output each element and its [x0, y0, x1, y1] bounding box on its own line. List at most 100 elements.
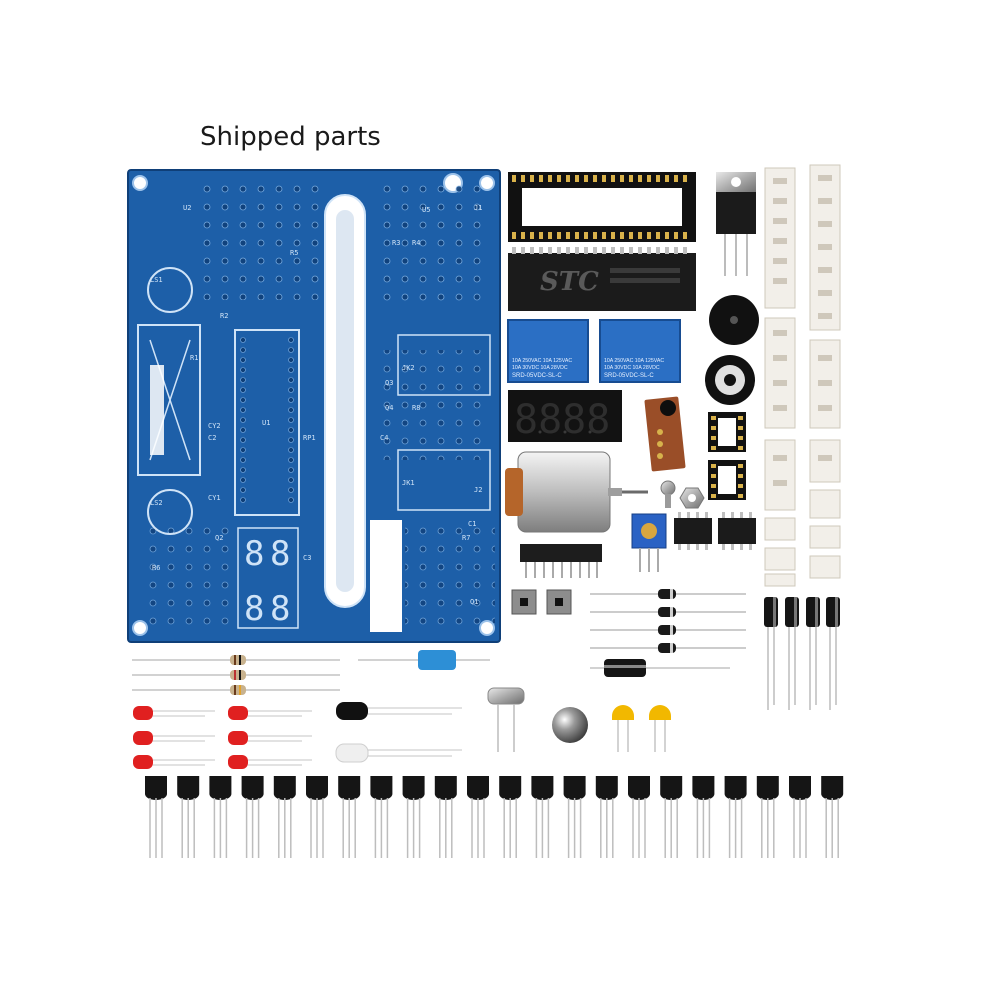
transistor [241, 776, 264, 858]
resistor-network [520, 544, 602, 578]
silk-label: C1 [468, 520, 476, 528]
pcb-board: 8 8 8 8 U1 U2 U5 LS1 LS2 RP1 CY1 CY2 J1 … [127, 169, 501, 643]
silk-label: Q4 [385, 404, 393, 412]
transistor [209, 776, 232, 858]
dip-chip [718, 512, 756, 550]
transistor [402, 776, 425, 858]
ic-footprint-u1 [234, 329, 300, 516]
silk-label: R6 [152, 564, 160, 572]
screw [660, 480, 676, 508]
film-capacitor [358, 650, 490, 670]
silk-label: Q3 [385, 379, 393, 387]
ir-led-clear [335, 743, 462, 763]
transistor-row [145, 776, 844, 858]
transistor [145, 776, 167, 858]
svg-text:8: 8 [270, 589, 290, 629]
transistor [660, 776, 683, 858]
diodes [590, 589, 746, 653]
silk-label: R5 [290, 249, 298, 257]
electrolytic-capacitor-horizontal [590, 659, 730, 677]
electrolytic-capacitor [806, 597, 820, 710]
ir-receiver-module [644, 396, 686, 472]
svg-text:8: 8 [270, 534, 290, 574]
speaker-footprint [147, 267, 193, 313]
silk-label: R8 [412, 404, 420, 412]
dip-chip [674, 512, 712, 550]
relay-1-text: SRD-05VDC-SL-C [512, 373, 562, 379]
transistor [821, 776, 844, 858]
crystal-oscillator [487, 687, 525, 752]
electrolytic-capacitor [785, 597, 799, 710]
svg-text:8: 8 [244, 534, 264, 574]
potentiometer [631, 513, 667, 572]
transistor [338, 776, 361, 858]
transistor [370, 776, 393, 858]
steel-ball [552, 707, 588, 743]
transistor [306, 776, 328, 858]
silk-label: U1 [262, 419, 270, 427]
voltage-regulator [716, 172, 756, 276]
svg-text:8888: 8888 [514, 397, 610, 443]
push-button [511, 589, 537, 615]
silk-label: C2 [208, 434, 216, 442]
transistor [595, 776, 618, 858]
push-button [546, 589, 572, 615]
silk-label: R3 [392, 239, 400, 247]
relay-1-text: 10A 30VDC 10A 28VDC [512, 365, 568, 371]
silk-label: CY1 [208, 494, 221, 502]
relay-2-text: 10A 250VAC 10A 125VAC [604, 358, 664, 364]
speaker-footprint [147, 489, 193, 535]
relay-2-text: SRD-05VDC-SL-C [604, 373, 654, 379]
ic-logo: STC [540, 267, 599, 297]
transistor [531, 776, 554, 858]
transistor [499, 776, 522, 858]
dc-motor [505, 451, 648, 533]
ceramic-capacitor [612, 705, 634, 752]
transistor [692, 776, 715, 858]
transistor [177, 776, 200, 858]
nut [679, 487, 705, 509]
mounting-hole [132, 175, 148, 191]
relay-2: 10A 250VAC 10A 125VAC 10A 30VDC 10A 28VD… [599, 319, 681, 383]
transistor [273, 776, 296, 858]
relay-2-text: 10A 30VDC 10A 28VDC [604, 365, 660, 371]
silk-label: J1 [474, 204, 482, 212]
relay-1-text: 10A 250VAC 10A 125VAC [512, 358, 572, 364]
silk-label: C3 [303, 554, 311, 562]
svg-text:8: 8 [244, 589, 264, 629]
header-connector-column [809, 164, 841, 579]
silk-label: JK1 [402, 479, 415, 487]
photo-heading: Shipped parts [200, 122, 381, 152]
silk-label: Q1 [470, 598, 478, 606]
transistor [434, 776, 457, 858]
silk-label: J2 [474, 486, 482, 494]
silk-label: U2 [183, 204, 191, 212]
electrolytic-capacitor [826, 597, 840, 710]
transistor [756, 776, 779, 858]
silk-label: RP1 [303, 434, 316, 442]
silk-label: LS1 [150, 276, 163, 284]
silk-label: U5 [422, 206, 430, 214]
transistor [563, 776, 586, 858]
resistors [132, 655, 340, 695]
transistor [628, 776, 650, 858]
silk-label: R1 [190, 354, 198, 362]
transistor [724, 776, 747, 858]
silk-label: R2 [220, 312, 228, 320]
pcb-slot [324, 194, 366, 608]
passive-buzzer [705, 355, 755, 405]
transistor [789, 776, 811, 858]
microcontroller-ic: STC [508, 247, 696, 311]
silk-label: LS2 [150, 499, 163, 507]
silk-label: CY2 [208, 422, 221, 430]
ic-socket-8pin [708, 412, 746, 452]
header-connector-column [764, 167, 796, 587]
ic-socket-40pin [508, 172, 696, 242]
seven-segment-display: 8888 [508, 390, 622, 443]
relay-1: 10A 250VAC 10A 125VAC 10A 30VDC 10A 28VD… [507, 319, 589, 383]
transistor [467, 776, 489, 858]
electrolytic-capacitor [764, 597, 778, 710]
ic-socket-8pin [708, 460, 746, 500]
